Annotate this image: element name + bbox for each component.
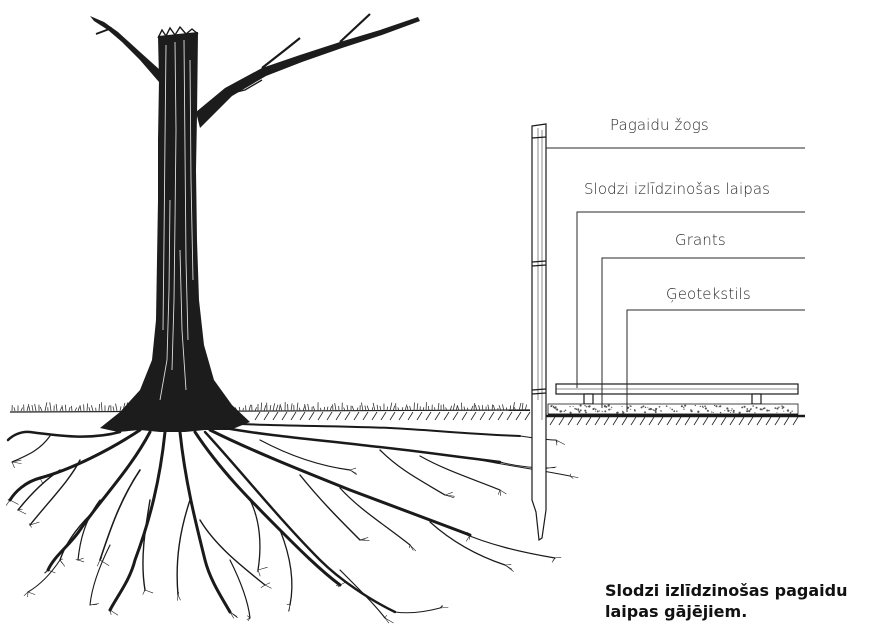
caption-line-1: Slodzi izlīdzinošas pagaidu: [605, 580, 869, 601]
label-fence: Pagaidu žogs: [610, 116, 709, 134]
grass: [12, 402, 527, 411]
caption: Slodzi izlīdzinošas pagaidu laipas gājēj…: [605, 580, 869, 622]
fence-post: [532, 124, 546, 540]
label-geotextile: Ģeotekstils: [666, 285, 751, 303]
label-boardwalk: Slodzi izlīdzinošas laipas: [584, 180, 770, 198]
roots: [8, 424, 570, 618]
gravel-layer: [548, 404, 798, 414]
branch-right: [196, 17, 420, 128]
branch-left: [90, 16, 160, 82]
leader-geotextile: [627, 310, 805, 412]
caption-line-2: laipas gājējiem.: [605, 601, 869, 622]
tree: [90, 14, 420, 432]
label-gravel: Grants: [675, 231, 726, 249]
boardwalk: [556, 384, 798, 404]
